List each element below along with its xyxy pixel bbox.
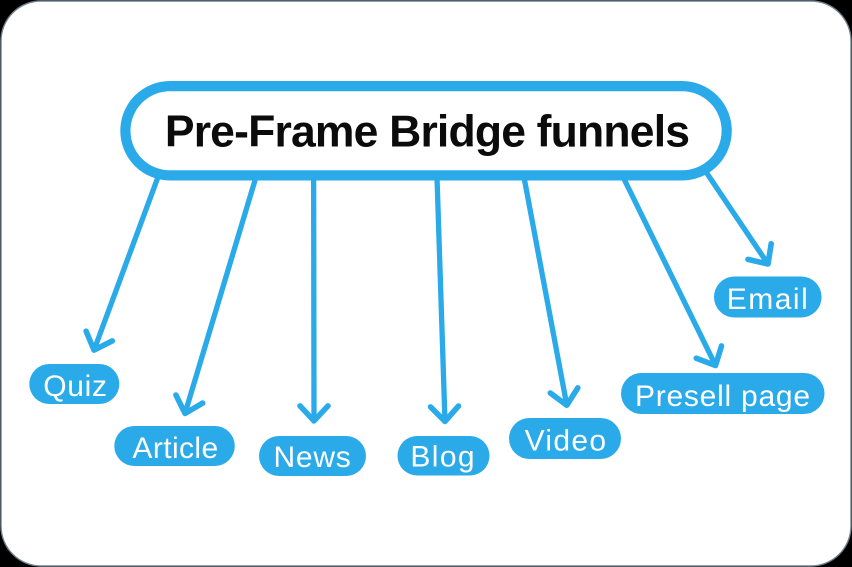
svg-text:Blog: Blog — [410, 441, 476, 474]
svg-text:Pre-Frame Bridge funnels: Pre-Frame Bridge funnels — [165, 108, 689, 157]
svg-text:Quiz: Quiz — [43, 370, 108, 403]
svg-text:News: News — [273, 441, 351, 474]
svg-text:Email: Email — [727, 283, 810, 316]
svg-text:Article: Article — [132, 432, 218, 465]
svg-text:Presell page: Presell page — [635, 380, 811, 413]
svg-text:Video: Video — [525, 425, 608, 458]
